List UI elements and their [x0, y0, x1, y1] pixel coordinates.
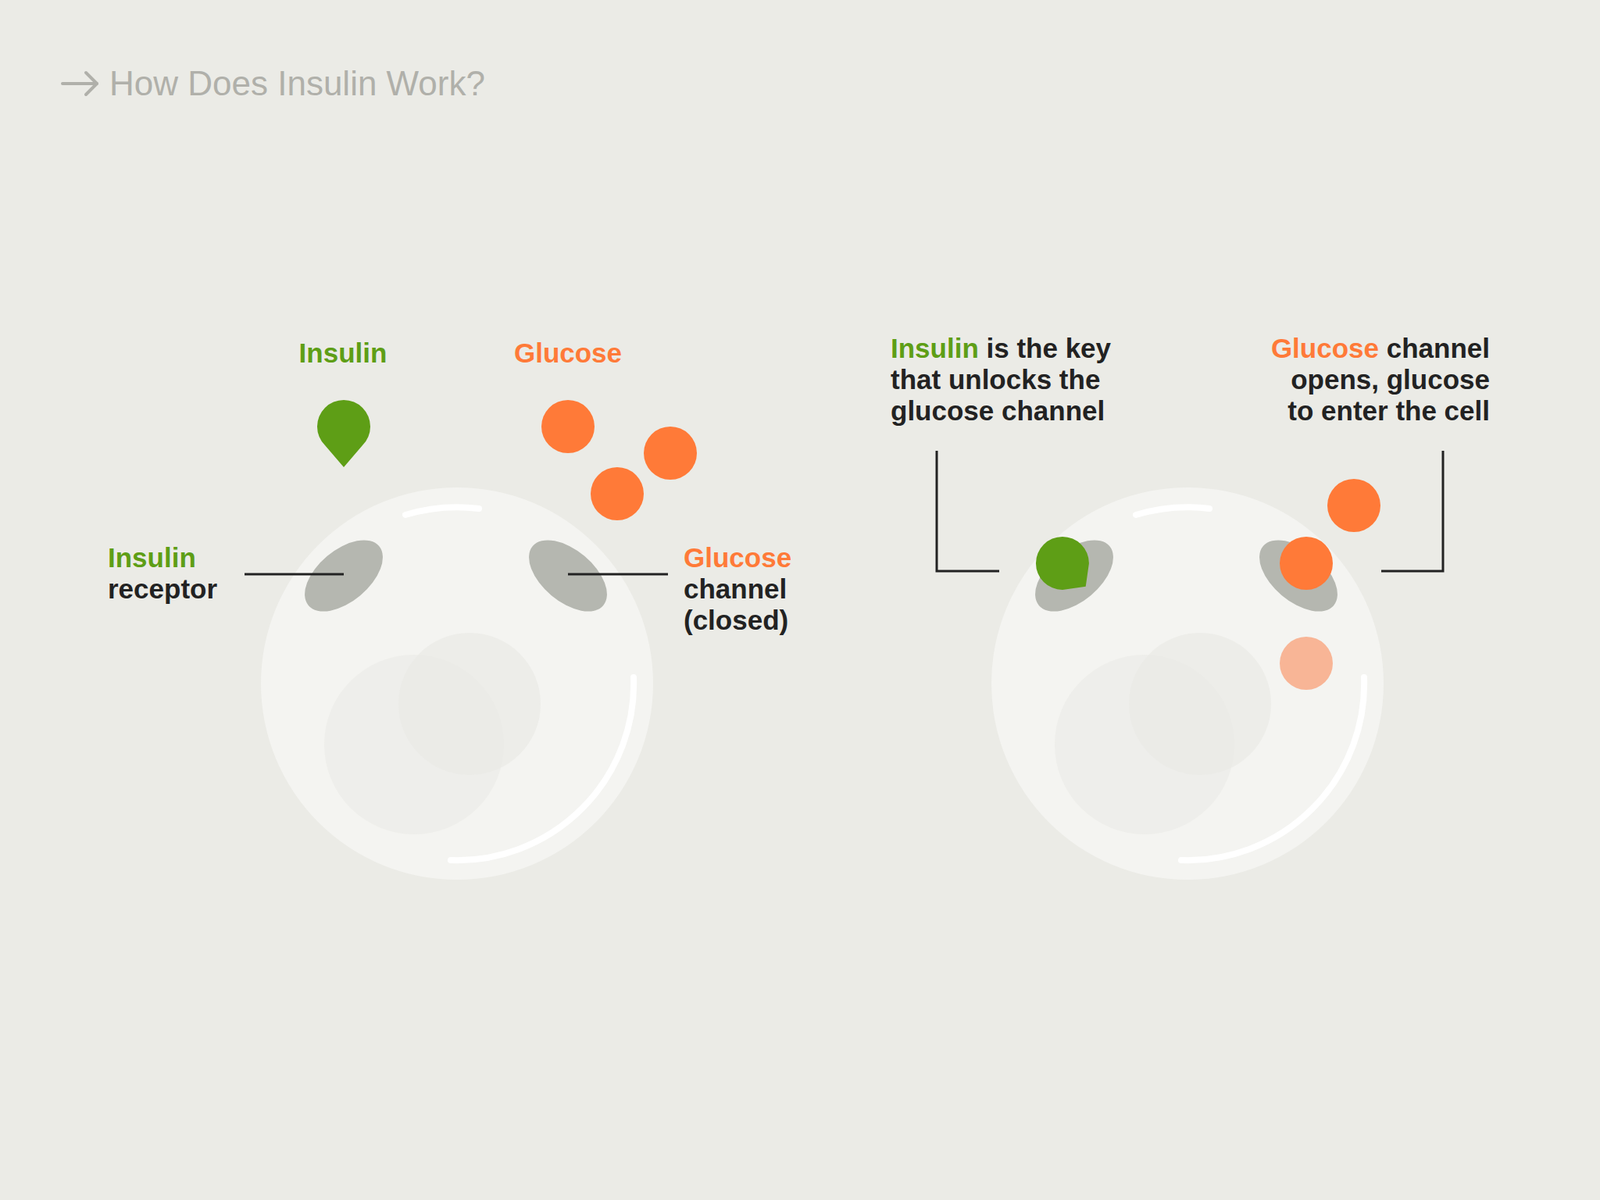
label-text: Glucose: [1271, 332, 1379, 364]
glucose-channel: [516, 526, 621, 625]
label-group: Glucosechannel (closed): [683, 542, 809, 636]
label-text: Insulin: [299, 337, 388, 368]
cell-after: [936, 450, 1443, 880]
title-arrow: [62, 72, 97, 95]
glucose-inside: [1279, 636, 1333, 690]
label-group: Glucose channel opens, glucose to enter …: [1261, 332, 1490, 427]
cell-before: [244, 400, 697, 880]
leader-line: [567, 573, 668, 576]
label-group: Insulin: [299, 337, 388, 369]
label-text: Glucose: [514, 337, 622, 368]
glucose-ball: [541, 400, 595, 454]
insulin-receptor: [1022, 526, 1127, 625]
glucose-ball: [590, 467, 644, 521]
leader-line: [244, 573, 344, 576]
bracket: [1381, 450, 1443, 572]
glucose-ball: [1327, 478, 1381, 533]
label-text: channel (closed): [683, 573, 809, 636]
label-text: Glucose: [683, 542, 809, 574]
bound-insulin: [1025, 525, 1105, 606]
bracket: [936, 450, 1000, 572]
label-text: Insulin: [107, 542, 265, 574]
label-text: Insulin: [890, 332, 979, 364]
title: How Does Insulin Work?: [109, 62, 486, 105]
label-text: receptor: [107, 573, 265, 605]
insulin-drop: [317, 400, 371, 468]
glucose-ball: [643, 426, 697, 480]
glucose-channel: [1246, 526, 1351, 625]
glucose-ball: [1279, 536, 1333, 590]
insulin-receptor: [292, 526, 397, 625]
label-group: Glucose: [514, 337, 622, 369]
label-group: Insulin is the key that unlocks the gluc…: [890, 332, 1133, 427]
label-group: Insulinreceptor: [107, 542, 265, 605]
